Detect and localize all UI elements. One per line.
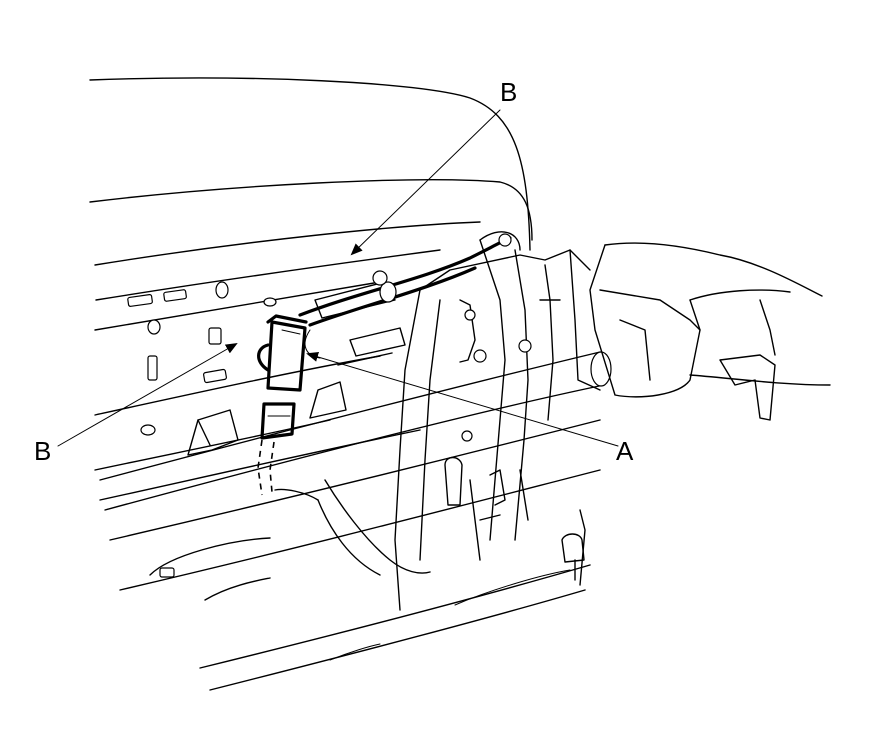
callout-b-top: B: [500, 77, 517, 107]
leader-line-b-top: [350, 109, 501, 256]
harness-connector-upper: [266, 314, 308, 392]
callout-a: A: [616, 436, 634, 466]
leader-line-b-left: [57, 343, 238, 447]
seat-cushion-outline: [89, 77, 533, 301]
seatbelt-buckle-assembly: [589, 242, 831, 421]
callout-leader-lines: [57, 109, 619, 447]
harness-connector-lower: [260, 402, 296, 440]
leader-line-a: [306, 352, 619, 447]
seat-frame-panel: [94, 281, 601, 691]
callout-b-left: B: [34, 436, 51, 466]
seat-track-rails: [394, 239, 601, 611]
wire-harness: [257, 231, 521, 576]
cross-bar: [99, 351, 612, 511]
